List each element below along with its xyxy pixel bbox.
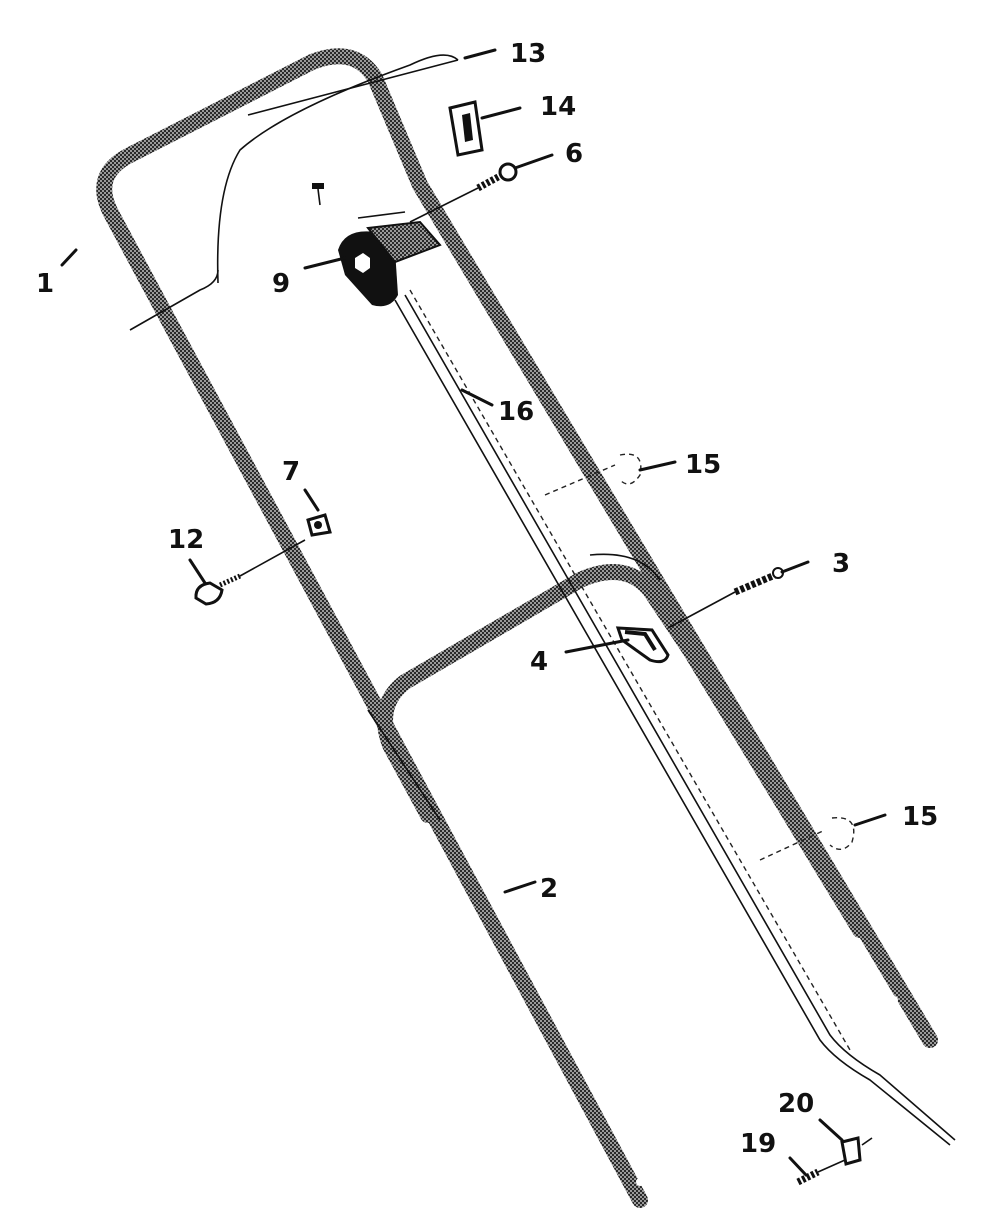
pivot-holes	[614, 996, 919, 1186]
upper-handle	[96, 48, 938, 1208]
callout-4: 4	[530, 647, 548, 677]
knob-part-7	[306, 513, 332, 537]
callout-12: 12	[168, 525, 204, 555]
callout-13: 13	[510, 39, 546, 69]
callout-20: 20	[778, 1089, 814, 1119]
hardware-part-19-20	[796, 1136, 873, 1186]
bolt-part-3	[667, 567, 784, 629]
control-cable	[247, 59, 956, 1146]
callout-15-lower: 15	[902, 802, 938, 832]
control-housing	[312, 183, 442, 307]
callout-6: 6	[565, 139, 583, 169]
callout-1: 1	[36, 269, 54, 299]
bracket-part-4	[615, 626, 670, 664]
lower-handle	[367, 553, 868, 938]
callout-2: 2	[540, 874, 558, 904]
callout-16: 16	[498, 397, 534, 427]
callouts: 1 2 3 4 6 7 9 12 13 14 15 15 16 19 20	[36, 39, 938, 1177]
clips-part-15	[544, 453, 855, 861]
callout-3: 3	[832, 549, 850, 579]
callout-7: 7	[282, 457, 300, 487]
callout-19: 19	[740, 1129, 776, 1159]
bolt-part-12	[194, 539, 306, 606]
callout-15-upper: 15	[685, 450, 721, 480]
callout-14: 14	[540, 92, 576, 122]
callout-9: 9	[272, 269, 290, 299]
spring-part-6	[409, 162, 518, 223]
clip-part-14	[448, 100, 484, 157]
